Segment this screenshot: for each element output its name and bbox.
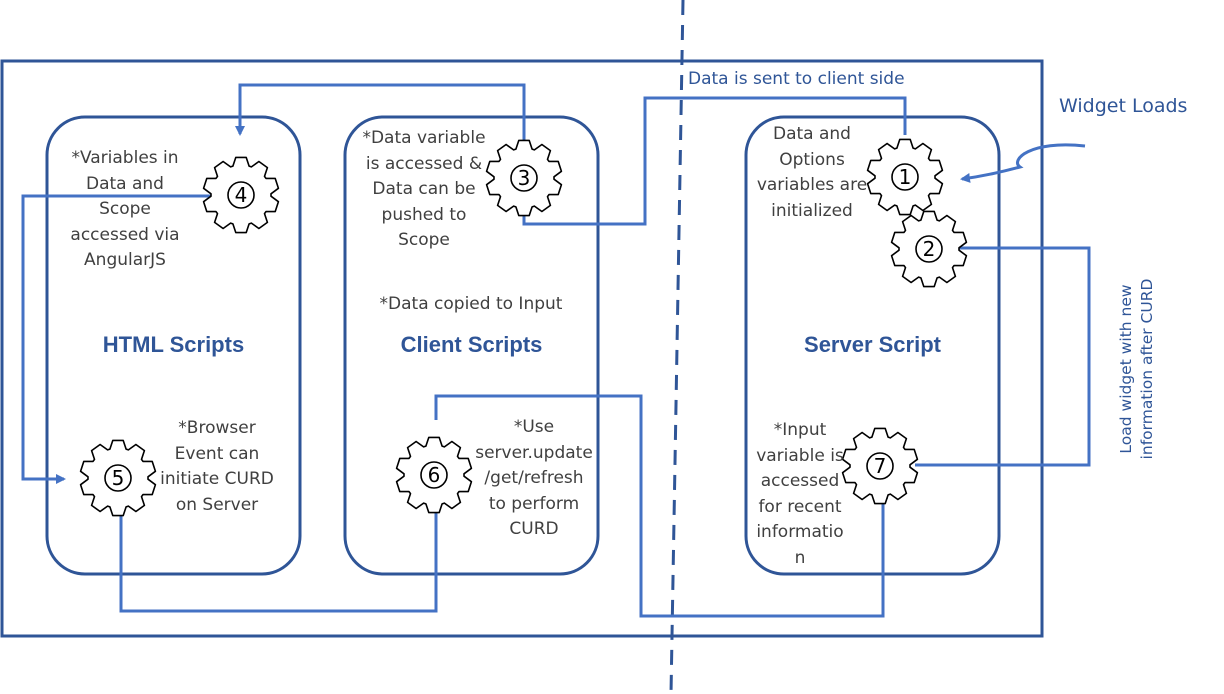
panel-client-scripts xyxy=(343,115,600,576)
gear-number-ring xyxy=(227,181,255,209)
gear-number-ring xyxy=(420,461,448,489)
server-note-top-line: variables are xyxy=(756,175,868,195)
gears-layer xyxy=(79,138,968,517)
gear-6-icon xyxy=(395,436,473,514)
arrow-widget-loads xyxy=(960,143,1086,183)
outer-frame xyxy=(0,59,1044,638)
gear-6-number: 6 xyxy=(427,463,441,487)
gear-7-number: 7 xyxy=(873,454,887,478)
gear-number-ring xyxy=(104,464,132,492)
gear-icon-outline xyxy=(395,436,473,514)
arrow-3-to-4 xyxy=(235,83,526,148)
widget-loads-label: Widget Loads xyxy=(1059,95,1188,117)
server-note-bottom-line: *Input xyxy=(773,420,827,440)
html-note-bottom-line: on Server xyxy=(175,494,259,515)
gear-2-number: 2 xyxy=(922,237,936,261)
client-note-bottom-line: /get/refresh xyxy=(484,468,584,488)
html-note-top-line: Data and xyxy=(86,173,164,194)
client-note-bottom-line: server.update xyxy=(475,442,593,463)
client-scripts-title: Client Scripts xyxy=(400,332,543,357)
client-note-bottom: *Use server.update /get/refresh to perfo… xyxy=(470,415,598,543)
client-note-top-line: Data can be xyxy=(372,179,476,199)
gear-7-icon xyxy=(841,427,919,505)
server-note-bottom-line: informatio xyxy=(756,522,844,542)
data-sent-label: Data is sent to client side xyxy=(688,69,905,89)
client-note-top-line: Scope xyxy=(398,230,450,250)
server-note-top-line: initialized xyxy=(771,200,853,221)
server-note-bottom-line: accessed xyxy=(760,471,840,491)
arrow-6-to-7 xyxy=(434,394,888,618)
gear-4-number: 4 xyxy=(234,183,248,207)
arrow-4-to-5 xyxy=(21,194,222,484)
gear-3-icon xyxy=(485,139,563,217)
load-widget-label-line1: Load widget with new xyxy=(1117,284,1135,454)
gear-5-number: 5 xyxy=(111,466,125,490)
client-server-divider xyxy=(669,0,685,694)
gear-3-number: 3 xyxy=(517,166,531,190)
gear-2-icon xyxy=(890,210,968,288)
gear-icon-outline xyxy=(841,427,919,505)
gear-4-icon xyxy=(202,156,280,234)
gear-number-ring xyxy=(891,163,919,191)
arrow-5-to-6 xyxy=(119,497,438,613)
gear-number-ring xyxy=(510,164,538,192)
server-script-title: Server Script xyxy=(804,332,941,357)
server-note-top-line: Data and xyxy=(773,124,851,144)
gear-number-ring xyxy=(915,235,943,263)
server-note-bottom-line: variable is xyxy=(756,445,844,466)
html-note-bottom-line: *Browser xyxy=(178,418,256,438)
html-note-top: *Variables in Data and Scope accessed vi… xyxy=(55,146,195,274)
html-note-bottom: *Browser Event can initiate CURD on Serv… xyxy=(152,416,282,518)
html-scripts-title: HTML Scripts xyxy=(102,332,245,357)
gear-icon-outline xyxy=(202,156,280,234)
html-note-top-line: accessed via xyxy=(70,224,180,245)
arrow-7-to-2 xyxy=(915,243,1091,467)
client-note-top-line: pushed to xyxy=(381,204,467,225)
server-note-bottom: *Input variable is accessed for recent i… xyxy=(748,418,852,571)
client-note-mid: *Data copied to Input xyxy=(379,294,563,314)
server-note-top-line: Options xyxy=(779,149,845,170)
client-note-bottom-line: to perform xyxy=(488,493,580,514)
client-note-top-line: is accessed & xyxy=(365,153,483,174)
load-widget-label: Load widget with new information after C… xyxy=(1116,251,1160,487)
server-note-top: Data and Options variables are initializ… xyxy=(752,122,872,224)
server-note-bottom-line: for recent xyxy=(758,496,842,517)
html-note-top-line: Scope xyxy=(99,199,151,219)
client-note-bottom-line: *Use xyxy=(513,417,555,437)
gear-icon-outline xyxy=(890,210,968,288)
html-note-top-line: AngularJS xyxy=(84,250,166,270)
html-note-top-line: *Variables in xyxy=(71,148,179,168)
panel-server-script xyxy=(744,115,1001,576)
gear-5-icon xyxy=(79,439,157,517)
html-note-bottom-line: Event can xyxy=(174,443,260,464)
gear-icon-outline xyxy=(79,439,157,517)
panel-html-scripts xyxy=(45,115,302,576)
html-note-bottom-line: initiate CURD xyxy=(160,469,274,489)
client-note-top-line: *Data variable xyxy=(362,128,486,148)
server-note-bottom-line: n xyxy=(794,547,806,568)
gear-1-number: 1 xyxy=(898,165,912,189)
gear-icon-outline xyxy=(866,138,944,216)
gear-icon-outline xyxy=(485,139,563,217)
client-note-top: *Data variable is accessed & Data can be… xyxy=(350,126,498,254)
arrow-1-to-3 xyxy=(519,96,907,226)
gear-1-icon xyxy=(866,138,944,216)
client-note-bottom-line: CURD xyxy=(509,519,559,539)
gear-number-ring xyxy=(866,452,894,480)
load-widget-label-line2: information after CURD xyxy=(1138,278,1156,460)
